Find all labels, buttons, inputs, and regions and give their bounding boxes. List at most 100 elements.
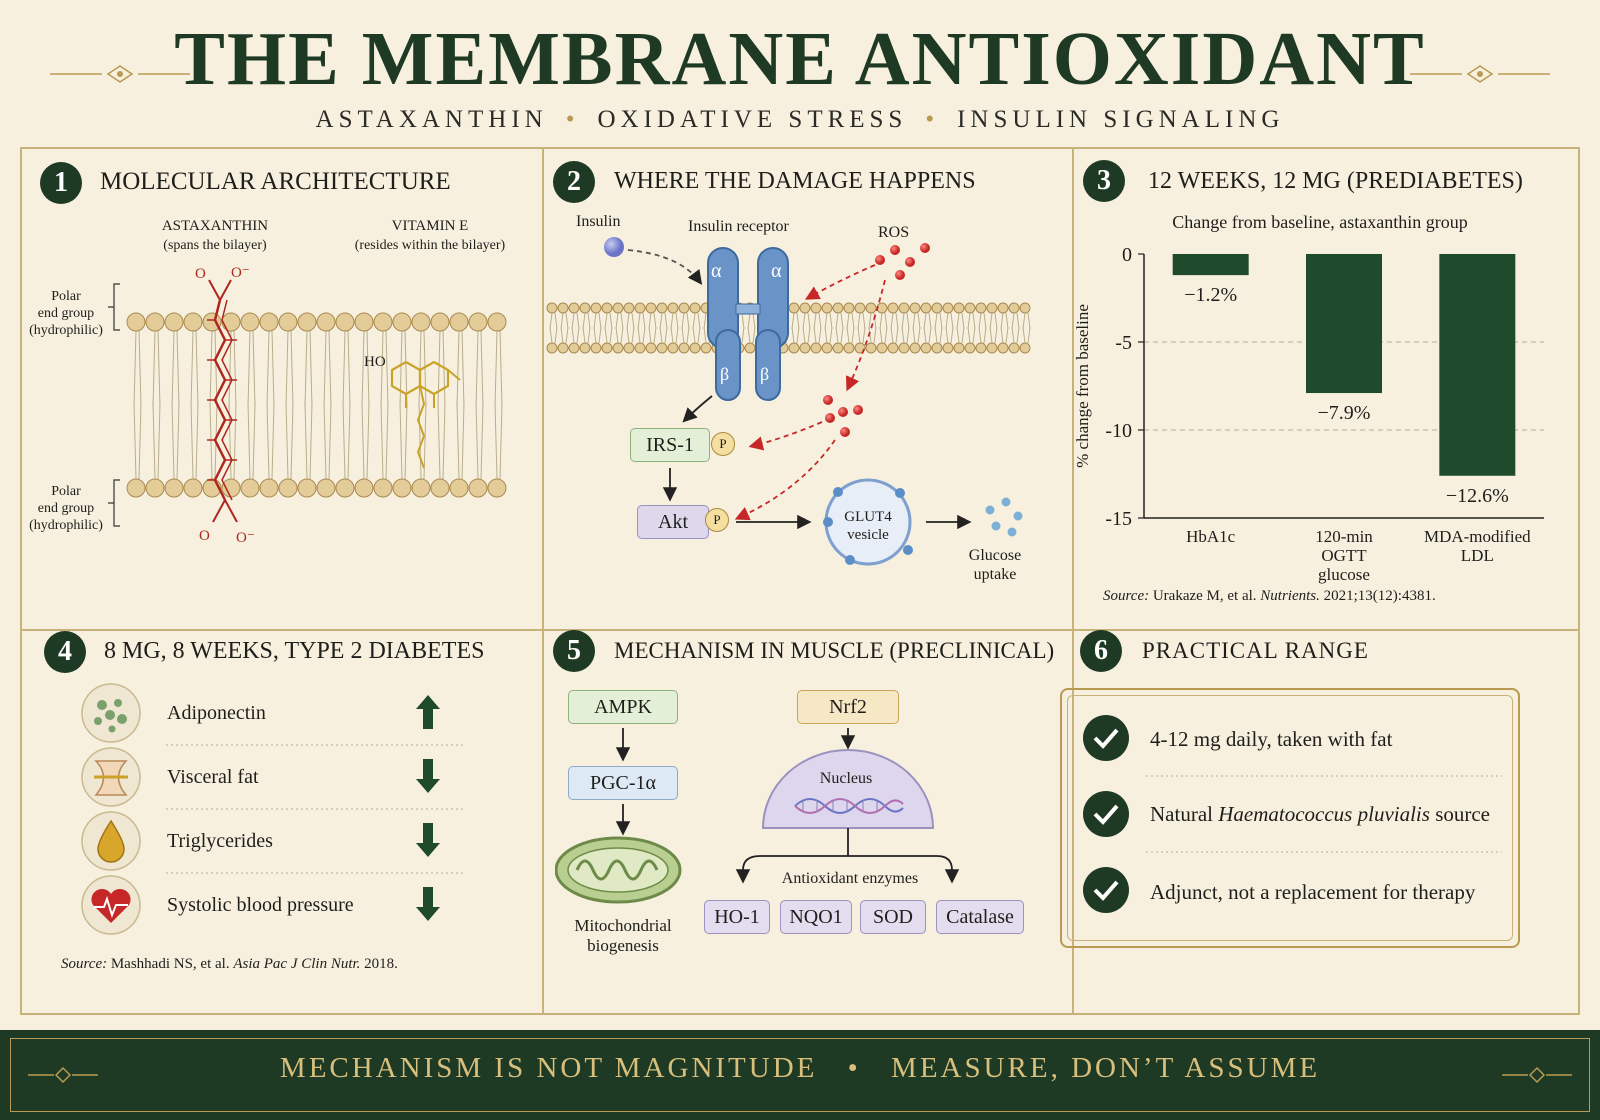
panel-title: MOLECULAR ARCHITECTURE [100, 168, 451, 195]
lipid-head [953, 302, 965, 314]
lipid-head [1019, 342, 1031, 354]
lipid-head [1019, 302, 1031, 314]
glut4-line: GLUT4 [844, 509, 892, 525]
lipid-head [832, 342, 844, 354]
mito-line: Mitochondrial [574, 916, 672, 935]
beta-right-label: β [760, 364, 770, 384]
lipid-head [799, 302, 811, 314]
lipid-head [821, 342, 833, 354]
lipid-head [183, 312, 203, 332]
polar-brackets [108, 283, 120, 527]
lipid-head [612, 302, 624, 314]
glut4-line: vesicle [847, 527, 889, 543]
o-label-bottom: O [199, 528, 210, 544]
lipid-head [843, 302, 855, 314]
lipid-head [909, 342, 921, 354]
lipid-head [964, 302, 976, 314]
lipid-head [865, 302, 877, 314]
lipid-head [557, 302, 569, 314]
lipid-head [986, 302, 998, 314]
lipid-head [931, 342, 943, 354]
lipid-head [487, 312, 507, 332]
lipid-head [975, 302, 987, 314]
lipid-head [259, 312, 279, 332]
check-icon [1083, 867, 1129, 913]
antioxidant-enzymes-label: Antioxidant enzymes [760, 870, 940, 888]
lipid-head [259, 478, 279, 498]
lipid-head [449, 312, 469, 332]
lipid-head [612, 342, 624, 354]
panel-number: 2 [553, 161, 595, 203]
signaling-diagram [604, 237, 1023, 566]
chart-source: Source: Urakaze M, et al. Nutrients. 202… [1103, 588, 1436, 605]
range-frame [1060, 688, 1520, 948]
lipid-head [975, 342, 987, 354]
range-item-dose: 4-12 mg daily, taken with fat [1150, 727, 1393, 751]
lipid-head [546, 302, 558, 314]
ros-cluster-mid [823, 395, 863, 437]
mitochondrion-icon [555, 836, 682, 904]
lipid-head [221, 312, 241, 332]
footer-ornament-right [1502, 1066, 1572, 1084]
footer-ornament-left [28, 1066, 98, 1084]
lipid-head [997, 302, 1009, 314]
category-label: HbA1c [1186, 527, 1236, 546]
lipid-head [546, 342, 558, 354]
lipid-head [898, 342, 910, 354]
panel-number: 3 [1083, 160, 1125, 202]
panel-number: 4 [44, 631, 86, 673]
lipid-head [145, 312, 165, 332]
lipid-head [316, 312, 336, 332]
subtitle-insulin-signaling: INSULIN SIGNALING [957, 106, 1285, 133]
chart-subtitle: Change from baseline, astaxanthin group [1172, 212, 1468, 232]
y-tick-label: -10 [1105, 420, 1132, 442]
polar-top-line: end group [37, 306, 95, 321]
lipid-head [392, 312, 412, 332]
glucose-uptake-line: Glucose [968, 547, 1022, 564]
range-checks [1083, 715, 1502, 913]
vitamin-e-label: VITAMIN E [391, 218, 469, 234]
alpha-right-label: α [771, 260, 782, 282]
lipid-head [411, 478, 431, 498]
lipid-head [468, 478, 488, 498]
receptor-beta-right [755, 329, 781, 401]
akt-box: Akt [637, 505, 709, 539]
nucleus-icon [761, 749, 935, 829]
page-title: THE MEMBRANE ANTIOXIDANT [174, 17, 1426, 101]
panel-number: 6 [1080, 630, 1122, 672]
lipid-head [689, 302, 701, 314]
lipid-head [810, 342, 822, 354]
enzyme-nqo1: NQO1 [780, 900, 852, 934]
glucose-uptake-label: Glucose uptake [955, 546, 1035, 584]
outcome-systolic-bp: Systolic blood pressure [167, 894, 354, 916]
lipid-head [876, 342, 888, 354]
astaxanthin-molecule [207, 279, 238, 523]
lipid-head [821, 302, 833, 314]
ros-label: ROS [878, 224, 910, 241]
nrf2-box: Nrf2 [797, 690, 899, 724]
lipid-head [623, 342, 635, 354]
lipid-head [656, 302, 668, 314]
y-tick-label: 0 [1122, 244, 1132, 266]
heart-pulse-icon [81, 875, 141, 935]
lipid-head [1008, 342, 1020, 354]
enzyme-catalase: Catalase [936, 900, 1024, 934]
beta-left-label: β [720, 364, 730, 384]
page-subtitle: ASTAXANTHIN•OXIDATIVE STRESS•INSULIN SIG… [315, 106, 1285, 133]
polar-bottom-line: (hydrophilic) [29, 518, 103, 533]
range-item-source-species: Haematococcus pluvialis [1218, 802, 1430, 826]
lipid-head [392, 478, 412, 498]
receptor-label: Insulin receptor [688, 218, 789, 235]
lipid-head [373, 478, 393, 498]
source-label: Source: [1103, 588, 1150, 604]
lipid-head [430, 478, 450, 498]
grid-divider [22, 629, 1580, 631]
panel-grid [20, 147, 1580, 1015]
lipid-bilayer [126, 312, 507, 498]
enzyme-sod: SOD [860, 900, 926, 934]
lipid-head [335, 312, 355, 332]
lipid-head [964, 342, 976, 354]
lipid-head [634, 302, 646, 314]
check-icon [1083, 715, 1129, 761]
